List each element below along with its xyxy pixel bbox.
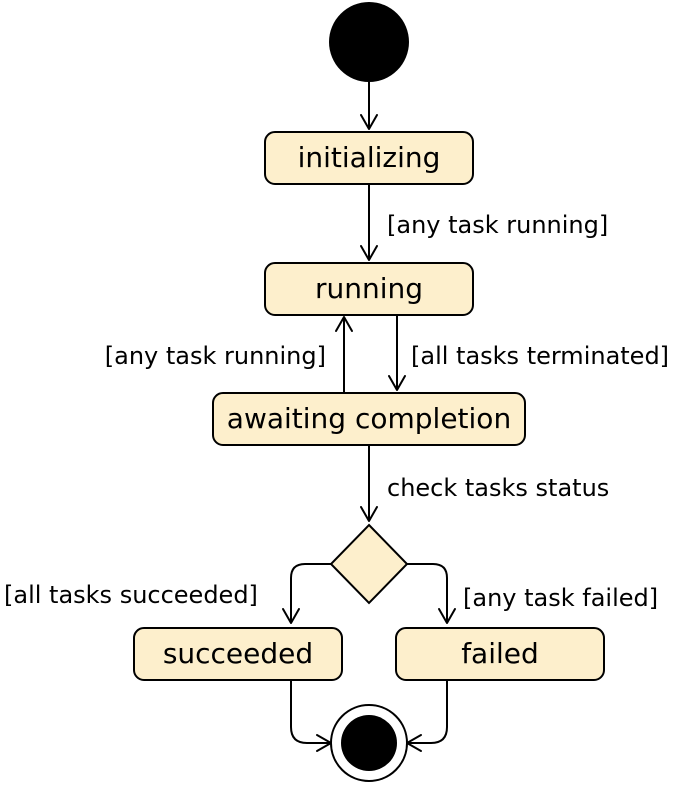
final-node (330, 704, 408, 782)
state-failed-label: failed (461, 637, 539, 670)
state-succeeded-label: succeeded (163, 637, 313, 670)
initializing-to-running-arrow (360, 184, 378, 261)
state-failed: failed (395, 627, 605, 681)
state-initializing: initializing (264, 131, 474, 185)
state-running: running (264, 262, 474, 316)
awaiting-to-decision-arrow (360, 445, 378, 522)
state-running-label: running (315, 272, 423, 305)
guard-decision-to-succeeded: [all tasks succeeded] (4, 581, 258, 609)
initial-node (329, 2, 409, 82)
guard-running-to-awaiting: [all tasks terminated] (411, 342, 669, 370)
running-to-awaiting-arrow (388, 315, 406, 391)
awaiting-to-running-arrow (335, 316, 353, 393)
state-succeeded: succeeded (133, 627, 343, 681)
decision-to-succeeded-arrow (282, 563, 331, 624)
failed-to-final-arrow (406, 680, 448, 752)
label-check-tasks-status: check tasks status (387, 474, 609, 502)
decision-to-failed-arrow (407, 563, 456, 624)
state-initializing-label: initializing (298, 141, 441, 174)
guard-awaiting-to-running: [any task running] (105, 342, 326, 370)
state-awaiting-completion-label: awaiting completion (227, 402, 511, 435)
initial-to-initializing-arrow (360, 82, 378, 130)
state-awaiting-completion: awaiting completion (212, 392, 526, 446)
guard-initializing-to-running: [any task running] (387, 211, 608, 239)
decision-node (329, 523, 409, 605)
guard-decision-to-failed: [any task failed] (463, 584, 658, 612)
succeeded-to-final-arrow (290, 680, 332, 752)
